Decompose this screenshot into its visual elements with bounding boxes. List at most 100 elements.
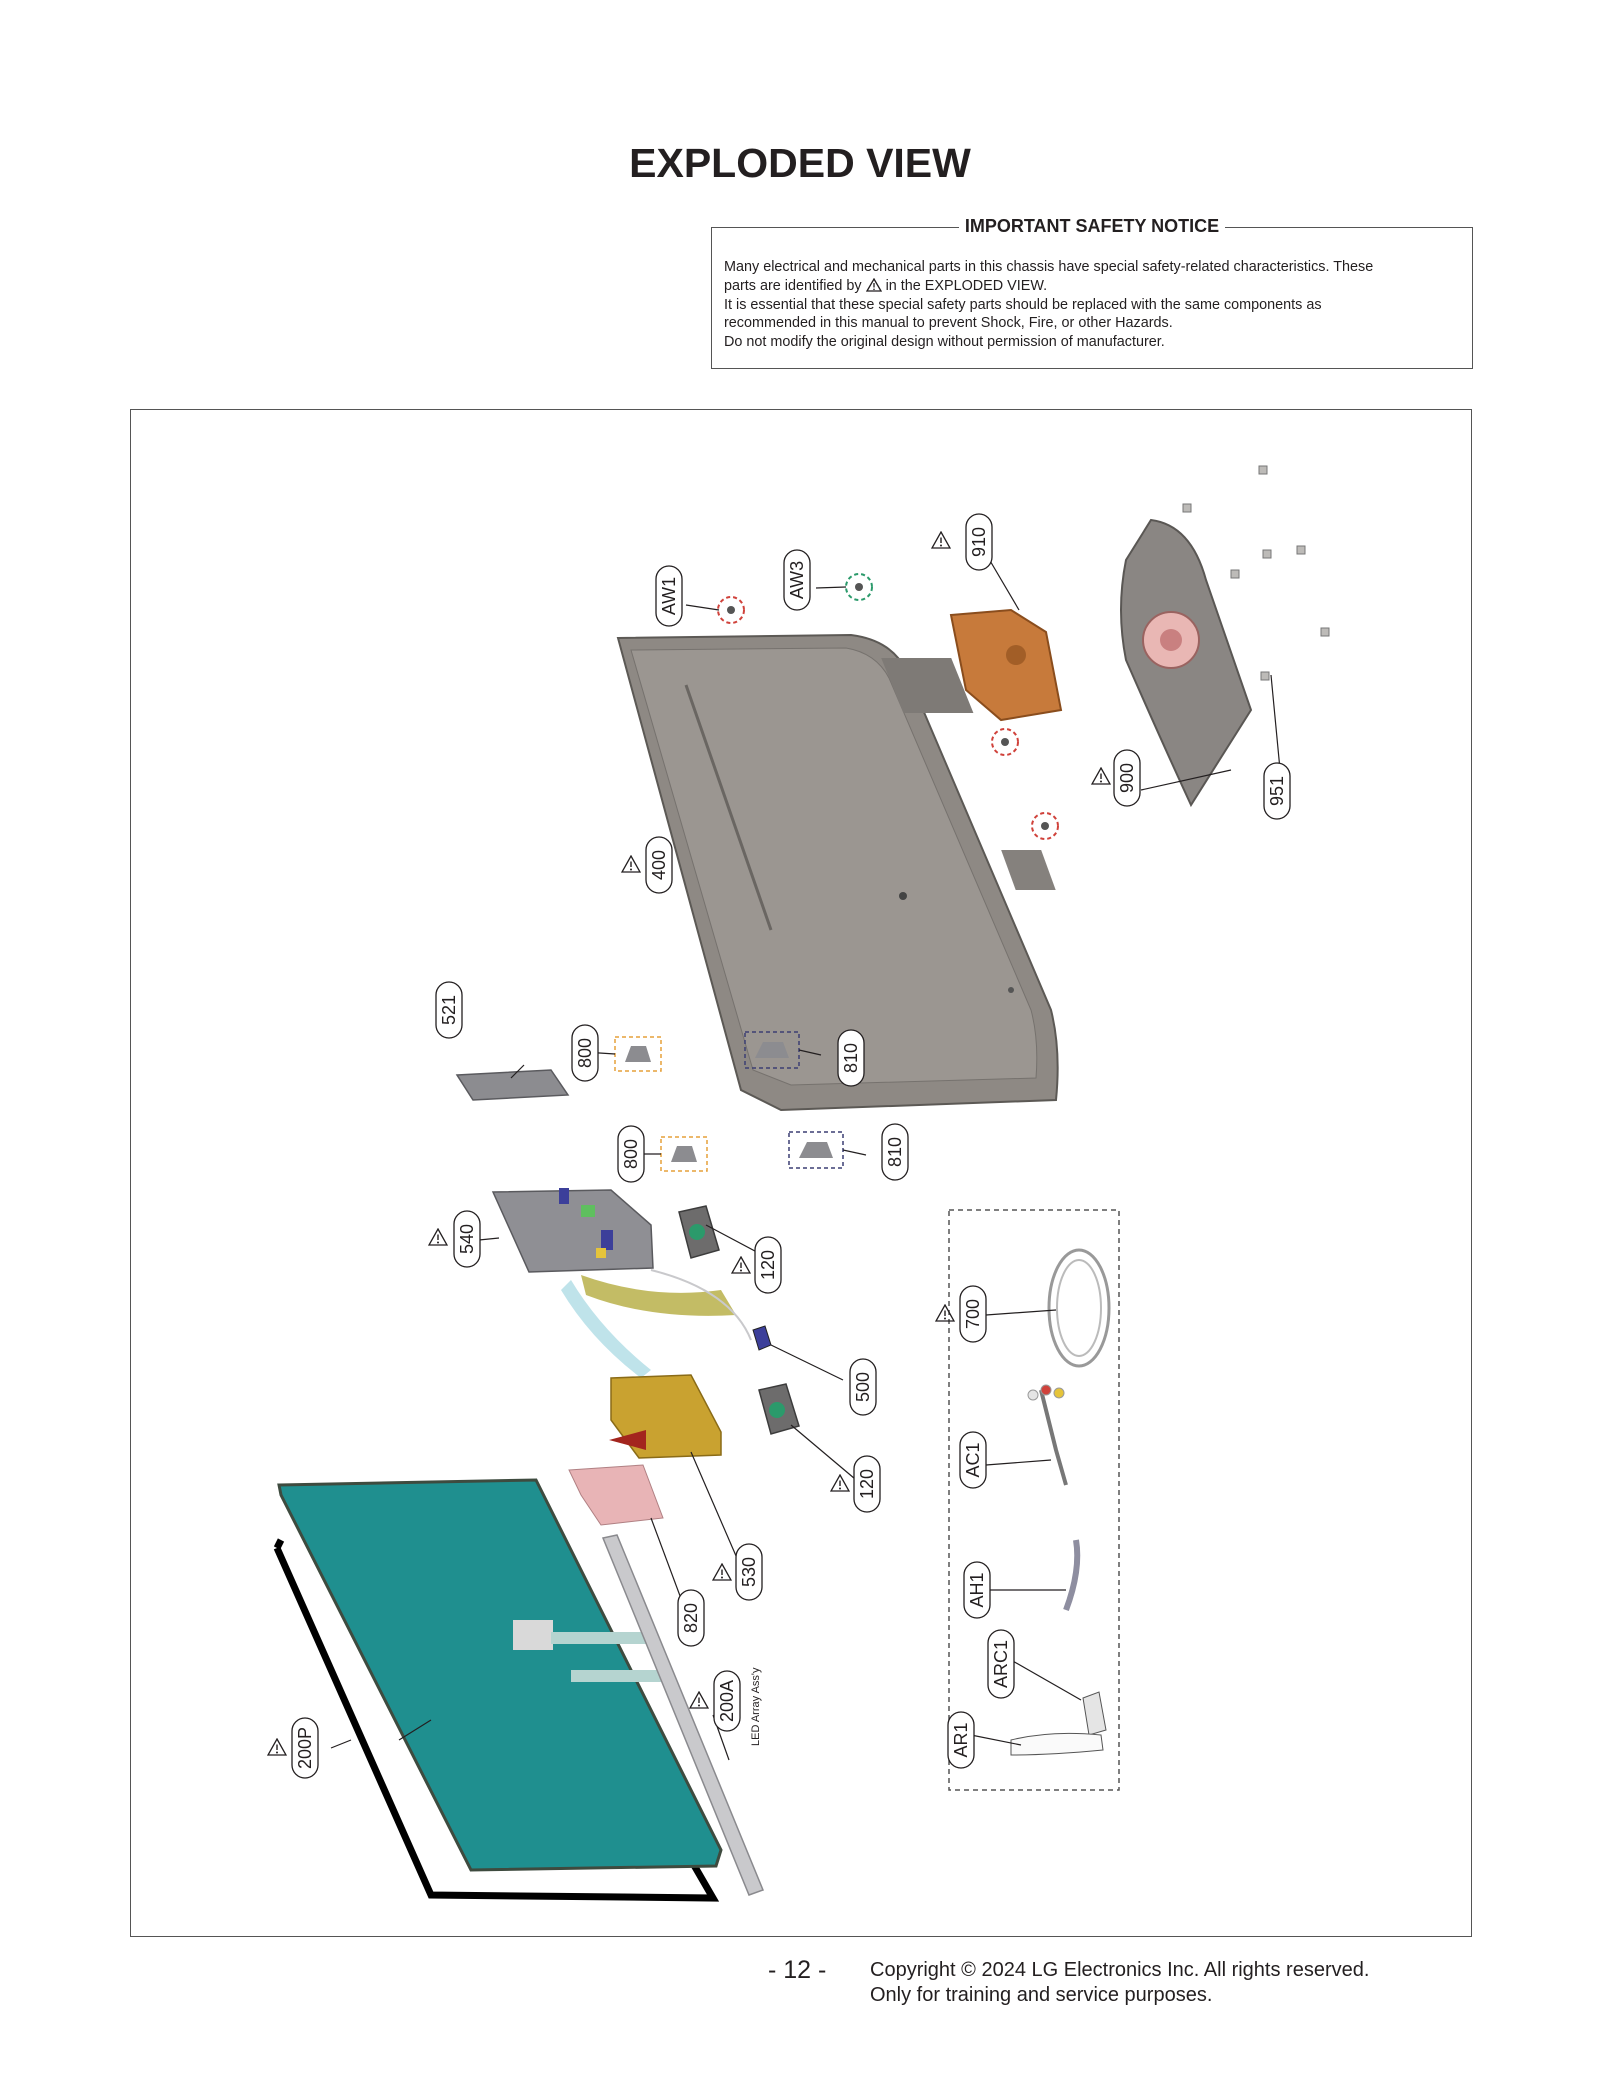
- svg-text:200P: 200P: [295, 1727, 315, 1769]
- part-label-800-lower: 800: [617, 1125, 645, 1183]
- svg-text:AC1: AC1: [963, 1442, 983, 1477]
- part-label-200A: 200A: [713, 1670, 741, 1732]
- part-label-800-upper: 800: [571, 1024, 599, 1082]
- screw-aw1: [717, 596, 745, 624]
- page-number: - 12 -: [768, 1956, 827, 1984]
- notice-line: It is essential that these special safet…: [724, 296, 1322, 313]
- part-label-521: 521: [435, 981, 463, 1039]
- lvds-cable: [561, 1280, 651, 1378]
- clip-800-upper: [614, 1036, 662, 1072]
- ffc-cable: [581, 1275, 736, 1316]
- notice-line: Many electrical and mechanical parts in …: [724, 259, 1374, 275]
- part-label-900: 900: [1113, 749, 1141, 807]
- clip-810-lower: [788, 1131, 844, 1169]
- svg-text:AH1: AH1: [967, 1572, 987, 1607]
- copyright-line: Copyright © 2024 LG Electronics Inc. All…: [870, 1959, 1370, 1981]
- warning-triangle-icon: [621, 855, 641, 873]
- part-label-530: 530: [735, 1543, 763, 1601]
- safety-notice-body: Many electrical and mechanical parts in …: [724, 258, 1460, 352]
- svg-text:120: 120: [758, 1250, 778, 1280]
- svg-text:500: 500: [853, 1372, 873, 1402]
- svg-text:AW3: AW3: [787, 561, 807, 599]
- part-label-400: 400: [645, 836, 673, 894]
- part-label-ah1: AH1: [963, 1561, 991, 1619]
- part-label-120-upper: 120: [754, 1236, 782, 1294]
- warning-triangle-icon: [428, 1228, 448, 1246]
- av-cable-ac1: [1027, 1384, 1068, 1486]
- power-board: [609, 1374, 722, 1459]
- svg-text:120: 120: [857, 1469, 877, 1499]
- warning-triangle-icon: [712, 1563, 732, 1581]
- notice-line: recommended in this manual to prevent Sh…: [724, 315, 1173, 332]
- part-label-aw3: AW3: [783, 549, 811, 611]
- screw-stand-lower: [1031, 812, 1059, 840]
- svg-text:900: 900: [1117, 763, 1137, 793]
- part-label-ar1: AR1: [947, 1711, 975, 1769]
- exploded-view-drawing: 910 900 951 AW1 AW3 400 521 800 810 800: [267, 465, 1330, 1902]
- warning-triangle-icon: [689, 1691, 709, 1709]
- svg-text:810: 810: [841, 1043, 861, 1073]
- svg-text:800: 800: [621, 1139, 641, 1169]
- svg-text:540: 540: [457, 1224, 477, 1254]
- clip-800-lower: [660, 1136, 708, 1172]
- led-bar: [601, 1534, 764, 1896]
- copyright-notice: Copyright © 2024 LG Electronics Inc. All…: [870, 1958, 1369, 2008]
- svg-text:700: 700: [963, 1299, 983, 1329]
- warning-triangle-icon: [931, 531, 951, 549]
- part-label-ac1: AC1: [959, 1431, 987, 1489]
- part-label-810-upper: 810: [837, 1029, 865, 1087]
- svg-text:800: 800: [575, 1038, 595, 1068]
- svg-text:AR1: AR1: [951, 1722, 971, 1757]
- insulation-pad: [568, 1464, 664, 1526]
- wire-harness: [650, 1269, 752, 1341]
- power-cord-700: [1047, 1248, 1111, 1368]
- safety-notice: IMPORTANT SAFETY NOTICE Many electrical …: [711, 216, 1473, 369]
- part-label-500: 500: [849, 1358, 877, 1416]
- svg-text:810: 810: [885, 1137, 905, 1167]
- svg-text:AW1: AW1: [659, 577, 679, 615]
- bracket-521: [455, 1069, 570, 1101]
- copyright-line: Only for training and service purposes.: [870, 1984, 1213, 2006]
- part-label-820: 820: [677, 1589, 705, 1647]
- led-array-label: LED Array Ass'y: [750, 1667, 762, 1746]
- lcd-panel: [277, 1478, 723, 1872]
- part-label-700: 700: [959, 1285, 987, 1343]
- screw-stand-upper: [991, 728, 1019, 756]
- stand-screws: [1182, 465, 1330, 681]
- part-label-aw1: AW1: [655, 565, 683, 627]
- stand-base: [1120, 518, 1253, 808]
- frame-200P: [273, 1538, 720, 1902]
- accessory-box: [948, 1209, 1120, 1791]
- svg-text:400: 400: [649, 850, 669, 880]
- back-cover: [616, 633, 1059, 1112]
- leader-lines: [330, 541, 1282, 1761]
- svg-text:ARC1: ARC1: [991, 1640, 1011, 1688]
- cable-holder-ah1: [1063, 1539, 1081, 1612]
- svg-text:910: 910: [969, 527, 989, 557]
- warning-triangle-icon: [267, 1738, 287, 1756]
- svg-text:521: 521: [439, 995, 459, 1025]
- remote-holder-arc1: [1082, 1691, 1107, 1736]
- screw-aw3: [845, 573, 873, 601]
- part-label-910: 910: [965, 513, 993, 571]
- page-title: EXPLODED VIEW: [629, 140, 971, 186]
- stand-neck: [949, 608, 1063, 722]
- svg-text:951: 951: [1267, 776, 1287, 806]
- part-label-200P: 200P: [291, 1717, 319, 1779]
- part-label-810-lower: 810: [881, 1123, 909, 1181]
- warning-triangle-icon: [830, 1474, 850, 1492]
- remote-ar1: [1010, 1732, 1104, 1756]
- speaker-upper: [678, 1205, 720, 1259]
- main-board: [491, 1188, 654, 1273]
- warning-triangle-icon: [865, 277, 882, 292]
- warning-triangle-icon: [731, 1256, 751, 1274]
- part-label-951: 951: [1263, 762, 1291, 820]
- part-label-540: 540: [453, 1210, 481, 1268]
- notice-line: Do not modify the original design withou…: [724, 334, 1165, 351]
- exploded-view-diagram: 910 900 951 AW1 AW3 400 521 800 810 800: [130, 409, 1472, 1937]
- warning-triangle-icon: [935, 1304, 955, 1322]
- svg-text:200A: 200A: [717, 1680, 737, 1722]
- speaker-lower: [758, 1383, 800, 1435]
- part-label-arc1: ARC1: [987, 1629, 1015, 1699]
